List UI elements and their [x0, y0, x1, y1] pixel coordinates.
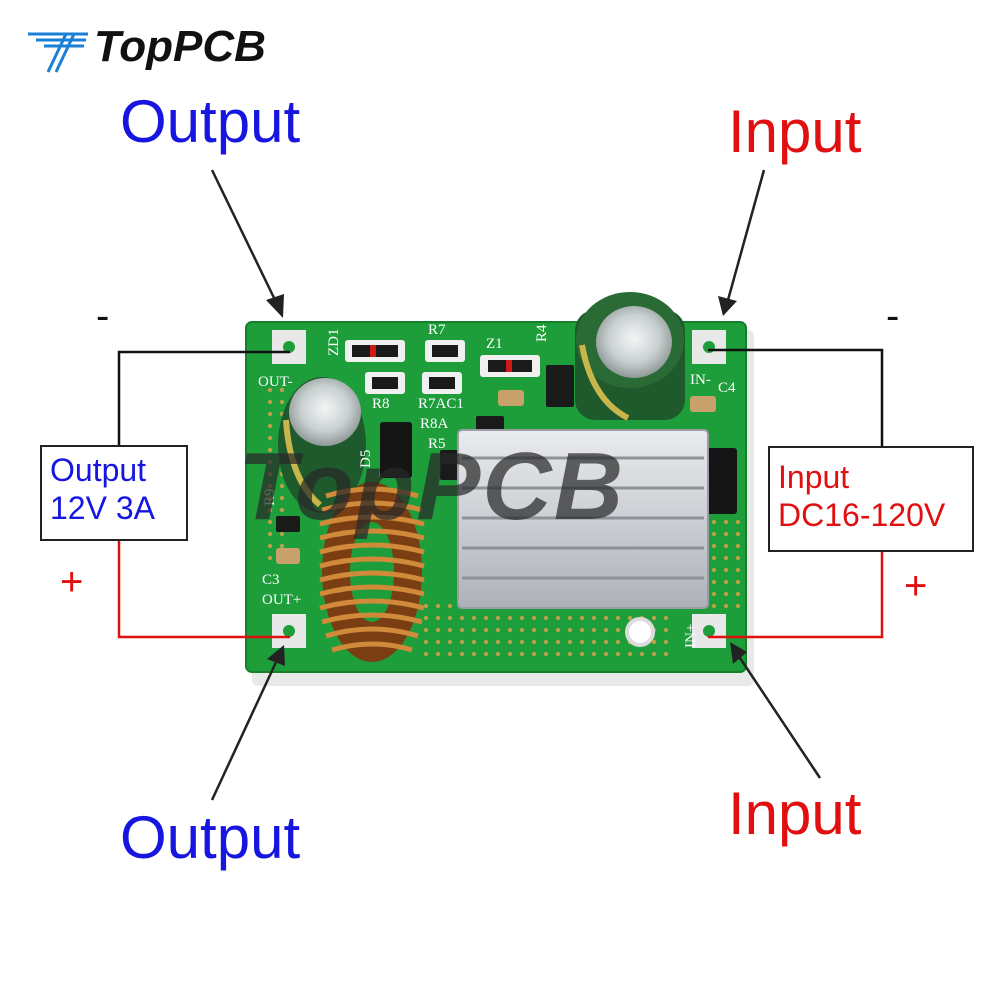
wire-in-plus [708, 552, 884, 639]
silk-out-minus: OUT- [258, 374, 292, 390]
sign-plus-right: + [904, 564, 928, 608]
mounting-hole [625, 617, 655, 647]
label-output-bottom: Output [120, 804, 301, 871]
silk-r9: R9 [262, 488, 278, 506]
wire-out-plus [117, 540, 290, 639]
pad-in-plus [692, 614, 726, 648]
input-spec-box: Input DC16-120V [768, 446, 974, 552]
silk-d5: D5 [358, 450, 374, 468]
output-spec-line2: 12V 3A [50, 490, 155, 527]
silk-in-plus: IN+ [683, 624, 699, 648]
pad-out-plus [272, 614, 306, 648]
sign-minus-left: - [96, 294, 110, 338]
toroid-inductor [319, 482, 425, 662]
pad-in-minus [692, 330, 726, 364]
silk-out-plus: OUT+ [262, 592, 301, 608]
silk-r5: R5 [428, 436, 446, 452]
silk-c3: C3 [262, 572, 280, 588]
logo-text: TopPCB [94, 22, 266, 71]
arrow-input-bottom [730, 642, 822, 779]
wire-in-minus [708, 348, 884, 446]
silk-r7ac1: R7AC1 [418, 396, 464, 412]
logo-stripes-icon [28, 32, 88, 73]
label-output-top: Output [120, 88, 301, 155]
sign-minus-right: - [886, 294, 900, 338]
label-input-top: Input [728, 98, 862, 165]
input-spec-line1: Input [778, 459, 850, 495]
arrow-input-top [718, 169, 766, 316]
sign-plus-left: + [60, 560, 84, 604]
silk-zd1: ZD1 [326, 329, 342, 357]
silk-z1: Z1 [486, 336, 503, 352]
silk-r7: R7 [428, 322, 446, 338]
wire-out-minus [117, 350, 290, 445]
capacitor-right [575, 292, 685, 421]
output-spec-line1: Output [50, 452, 147, 488]
input-spec-line2: DC16-120V [778, 497, 946, 534]
heatsink [457, 429, 709, 609]
silk-r8a: R8A [420, 416, 449, 432]
capacitor-left [278, 377, 366, 513]
label-input-bottom: Input [728, 780, 862, 847]
silk-c4: C4 [718, 380, 736, 396]
silk-r4: R4 [534, 324, 550, 342]
silk-in-minus: IN- [690, 372, 711, 388]
arrow-output-top [210, 169, 284, 318]
pad-out-minus [272, 330, 306, 364]
smd-components [276, 340, 737, 564]
output-spec-box: Output 12V 3A [40, 445, 188, 541]
arrow-output-bottom [210, 645, 285, 801]
watermark: TopPCB [238, 433, 626, 540]
silk-r8: R8 [372, 396, 390, 412]
